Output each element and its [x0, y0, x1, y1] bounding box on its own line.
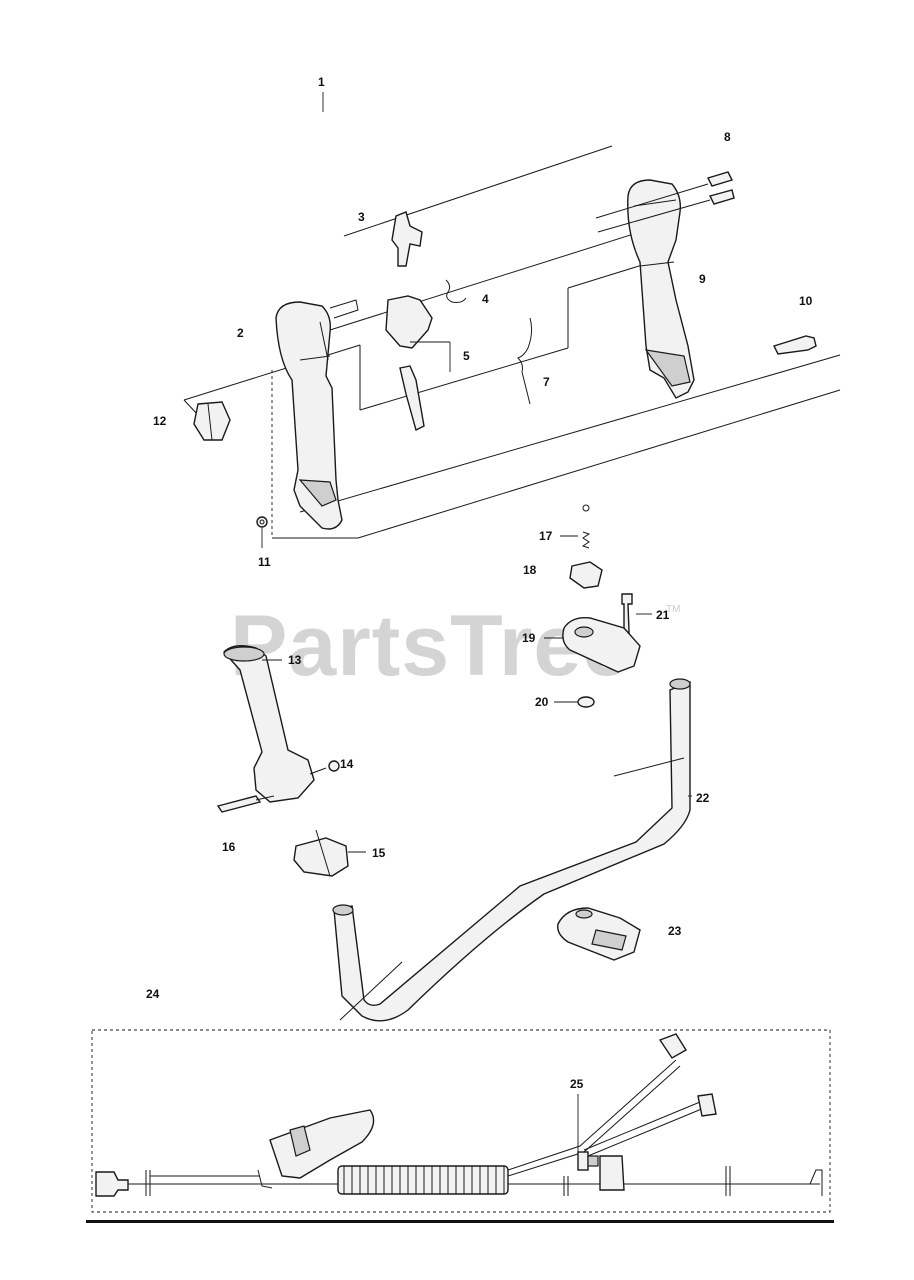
wire-terminal-lower: [697, 1093, 717, 1117]
callout-8: 8: [724, 130, 731, 144]
screw-16: [216, 795, 262, 813]
nut-11: [256, 516, 268, 528]
callout-14: 14: [340, 757, 354, 771]
callout-13: 13: [288, 653, 302, 667]
callout-20: 20: [535, 695, 549, 709]
callout-17: 17: [539, 529, 553, 543]
callout-2: 2: [237, 326, 244, 340]
throttle-wire: [517, 317, 533, 405]
handle-half-left: [275, 301, 343, 530]
callout-21: 21: [656, 608, 670, 622]
handle-half-right: [627, 179, 695, 399]
callout-19: 19: [522, 631, 536, 645]
connector-block: [599, 1155, 625, 1191]
watermark: PartsTree: [230, 598, 631, 694]
cable-assembly-box: [91, 1029, 831, 1213]
top-handle-assembly: [183, 92, 841, 548]
callout-10: 10: [799, 294, 813, 308]
callout-22: 22: [696, 791, 710, 805]
screw-8-b: [708, 189, 735, 205]
callout-25: 25: [570, 1077, 584, 1091]
callout-9: 9: [699, 272, 706, 286]
callout-16: 16: [222, 840, 236, 854]
loop-handle-bar: [333, 680, 691, 1022]
wire-terminal-upper: [658, 1033, 687, 1059]
watermark-trademark: TM: [666, 604, 680, 615]
cable-end-connector: [95, 1171, 129, 1197]
cable-handle-sketch: [269, 1109, 375, 1179]
callout-numbers: 1 2 3 4 5 7 8 9 10 11 12 13 14 15 16 17 …: [146, 75, 813, 1091]
callout-5: 5: [463, 349, 470, 363]
screw-10: [773, 335, 817, 355]
spring-4: [445, 279, 467, 303]
handle-half-right-shading: [644, 349, 691, 387]
bottom-rule: [86, 1220, 834, 1223]
sleeve-ribs: [343, 1166, 505, 1194]
handle-half-left-shading: [298, 479, 337, 507]
callout-3: 3: [358, 210, 365, 224]
callout-15: 15: [372, 846, 386, 860]
clamp-15: [293, 837, 349, 877]
corrugated-sleeve: [337, 1165, 509, 1195]
callout-11: 11: [258, 555, 271, 569]
callout-7: 7: [543, 375, 550, 389]
clamp-assembly: [544, 504, 652, 708]
callout-12: 12: [153, 414, 167, 428]
callout-1: 1: [318, 75, 325, 89]
screw-8-a: [707, 171, 733, 187]
callout-4: 4: [482, 292, 489, 306]
nut-14: [328, 760, 340, 772]
loop-handle-22: [332, 678, 692, 1022]
stop-switch: [193, 401, 231, 441]
left-grip-assembly: [216, 645, 366, 877]
spring-17: [581, 531, 591, 549]
callout-24: 24: [146, 987, 160, 1001]
nut-20: [577, 696, 595, 708]
connector-25: [577, 1151, 589, 1171]
callout-23: 23: [668, 924, 682, 938]
trigger-lockout-clip: [391, 211, 423, 267]
throttle-trigger: [385, 295, 433, 349]
callout-18: 18: [523, 563, 537, 577]
throttle-lever: [399, 365, 425, 432]
clamp-18: [569, 561, 603, 589]
